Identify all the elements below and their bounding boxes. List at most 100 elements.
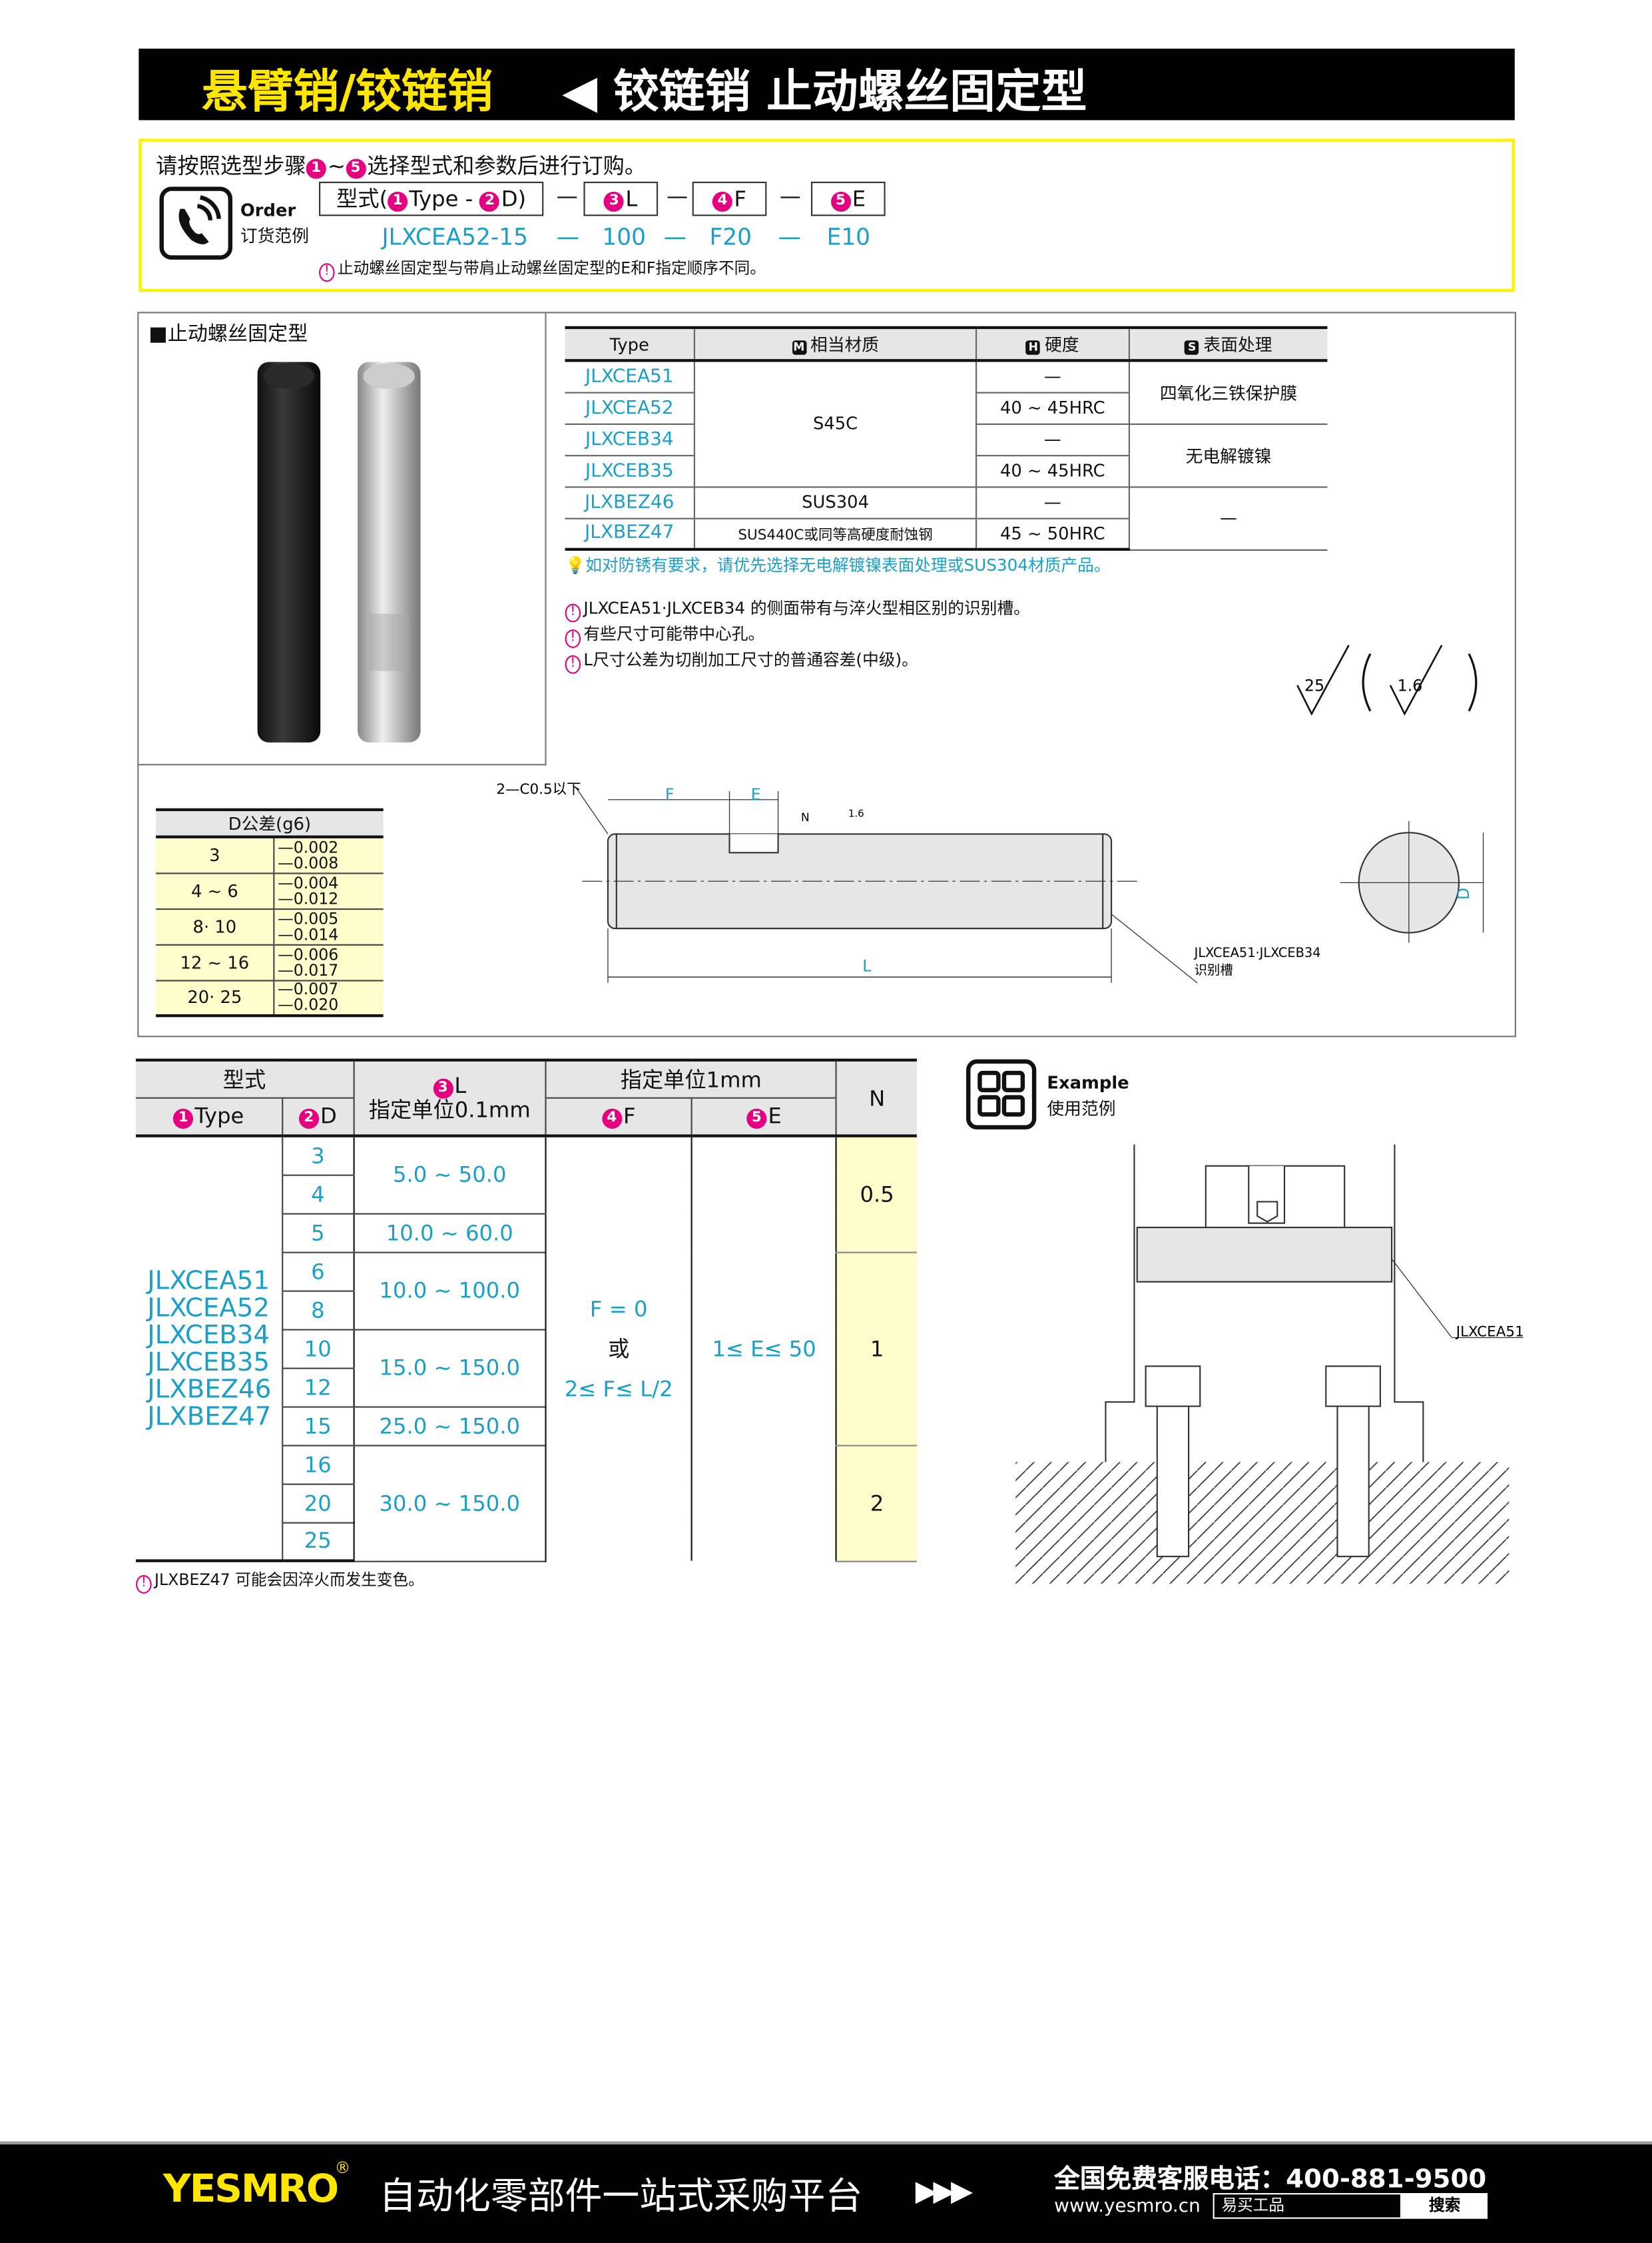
tolerance-value: —0.007—0.020 [273,980,384,1018]
type-link[interactable]: JLXBEZ47 [565,517,695,551]
l-range: 15.0 ~ 150.0 [353,1329,546,1407]
txt: JLXCEA51·JLXCEB34 的侧面带有与淬火型相区别的识别槽。 [583,597,1030,618]
example-e: E10 [826,223,871,250]
type-link[interactable]: JLXCEA51 [565,360,695,393]
type-link[interactable]: JLXBEZ46 [565,486,695,519]
n-value: 1 [836,1251,917,1446]
type-link[interactable]: JLXCEA52 [147,1292,270,1323]
d-value[interactable]: 20 [281,1483,354,1523]
step-4-badge: 4 [601,1109,622,1129]
txt: L [454,1072,467,1098]
example-type: JLXCEA52-15 [382,223,528,250]
website-link[interactable]: www.yesmro.cn [1054,2196,1201,2218]
order-label-cn: 订货范例 [240,226,310,246]
d-value[interactable]: 3 [281,1135,354,1175]
txt: F = 0 [589,1296,648,1322]
l-range: 10.0 ~ 100.0 [353,1251,546,1330]
product-photo [257,362,421,743]
type-link[interactable]: JLXCEB35 [147,1347,270,1377]
search-input[interactable]: 易买工品 [1213,2193,1402,2219]
n-value: 0.5 [836,1135,917,1253]
type-link[interactable]: JLXBEZ46 [147,1374,272,1405]
upper: —0.004 [278,873,339,892]
type-link[interactable]: JLXBEZ47 [147,1401,272,1432]
dash: — [556,182,578,209]
d-value[interactable]: 16 [281,1444,354,1484]
search-button[interactable]: 搜索 [1402,2193,1488,2219]
tolerance-value: —0.004—0.012 [273,872,384,910]
d-value[interactable]: 6 [281,1251,354,1291]
photo-box: ■止动螺丝固定型 [138,313,547,766]
header-n: N [836,1058,917,1137]
d-value[interactable]: 25 [281,1522,354,1562]
usage-example-drawing: JLXCEA51 [1015,1144,1524,1584]
pin-drawing: 2—C0.5以下 F E N 1.6 L D JLXCEA51·JLXCEB34… [496,781,1484,984]
material-cell: S45C [693,360,977,487]
tip: 💡如对防锈有要求，请优先选择无电解镀镍表面处理或SUS304材质产品。 [565,553,1110,576]
txt: ~ [327,153,346,179]
selection-row: 12 [136,1367,917,1407]
tolerance-header: D公差(g6) [156,808,384,838]
hardness-cell: — [975,486,1129,519]
d-value[interactable]: 10 [281,1329,354,1369]
selection-row: 25 [136,1522,917,1562]
txt: E [852,186,866,212]
example-part-label: JLXCEA51 [1455,1323,1524,1340]
registered-mark: ® [334,2158,351,2178]
lightbulb-icon: 💡 [565,555,586,575]
d-value[interactable]: 15 [281,1406,354,1446]
l-range: 30.0 ~ 150.0 [353,1444,546,1562]
l-range: 10.0 ~ 60.0 [353,1213,546,1253]
lower: —0.008 [278,853,339,872]
type-link[interactable]: JLXCEB34 [147,1319,270,1350]
txt: E [768,1103,782,1129]
d-range: 3 [156,836,274,874]
chamfer-label: 2—C0.5以下 [496,781,581,798]
d-value[interactable]: 12 [281,1367,354,1407]
upper: —0.002 [278,838,339,857]
type-link[interactable]: JLXCEA51 [147,1265,270,1296]
type-link[interactable]: JLXCEB35 [565,455,695,487]
txt: D) [501,186,527,212]
n-label: N [801,811,810,824]
lower: —0.020 [278,996,339,1015]
warning-icon: ! [565,603,581,623]
type-link[interactable]: JLXCEB34 [565,423,695,456]
txt: 指定单位0.1mm [368,1096,531,1123]
d-value[interactable]: 8 [281,1290,354,1330]
upper: —0.007 [278,980,339,999]
tolerance-value: —0.002—0.008 [273,836,384,874]
txt: 相当材质 [810,334,880,355]
step-5-badge: 5 [746,1109,767,1129]
d-value[interactable]: 4 [281,1174,354,1214]
example-f: F20 [709,223,752,250]
roughness-25: 25 [1304,677,1324,695]
step-5-badge: 5 [345,159,366,179]
type-link[interactable]: JLXCEA52 [565,392,695,424]
d-value[interactable]: 5 [281,1213,354,1253]
tolerance-row: 3—0.002—0.008 [156,836,384,874]
l-label: L [862,957,872,976]
hardness-cell: 40 ~ 45HRC [975,455,1129,487]
dash: — [778,223,801,250]
txt: 表面处理 [1203,334,1272,355]
example-icon [966,1059,1037,1129]
tolerance-row: 20· 25—0.007—0.020 [156,980,384,1018]
header-type: Type [565,326,695,362]
e-label: E [751,785,761,804]
title-text: 铰链销 止动螺丝固定型 [613,64,1087,119]
hardness-cell: 40 ~ 45HRC [975,392,1129,424]
